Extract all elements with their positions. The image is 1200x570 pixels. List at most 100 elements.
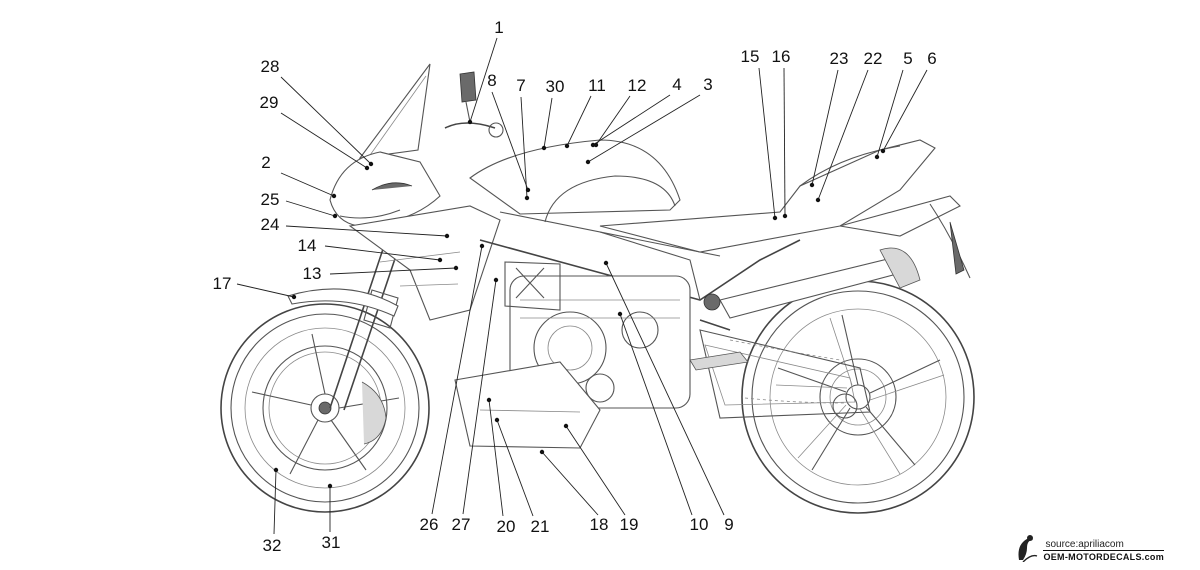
leader-line-16 — [783, 67, 786, 217]
callout-label-2: 2 — [261, 153, 270, 172]
callout-label-21: 21 — [531, 517, 550, 536]
callout-label-26: 26 — [420, 515, 439, 534]
front-wheel — [220, 303, 430, 513]
leader-dot-9 — [603, 260, 609, 266]
callout-label-13: 13 — [303, 264, 322, 283]
callout-label-28: 28 — [261, 57, 280, 76]
leader-dot-3 — [585, 159, 591, 165]
leader-line-11 — [566, 95, 592, 147]
callout-label-5: 5 — [903, 49, 912, 68]
leader-dot-19 — [563, 423, 569, 429]
leader-dot-16 — [782, 213, 788, 219]
leader-dot-11 — [564, 143, 570, 149]
leader-lines — [236, 37, 928, 535]
leader-dot-32 — [273, 467, 279, 473]
leader-dot-22 — [815, 197, 821, 203]
leader-line-21 — [496, 419, 534, 517]
leader-line-20 — [488, 399, 504, 517]
leader-line-18 — [541, 451, 599, 516]
callout-label-8: 8 — [487, 71, 496, 90]
leader-dot-29 — [364, 165, 370, 171]
leader-dot-5 — [874, 154, 880, 160]
callout-label-16: 16 — [772, 47, 791, 66]
leader-line-23 — [811, 69, 839, 186]
leader-dot-15 — [772, 215, 778, 221]
leader-dot-30 — [541, 145, 547, 151]
leader-line-3 — [587, 94, 701, 163]
leader-line-27 — [462, 279, 497, 515]
callout-label-10: 10 — [690, 515, 709, 534]
leader-line-5 — [876, 69, 904, 158]
leader-dot-28 — [368, 161, 374, 167]
callout-label-23: 23 — [830, 49, 849, 68]
leader-line-8 — [491, 91, 529, 191]
leader-line-10 — [619, 313, 693, 516]
callout-label-1: 1 — [494, 18, 503, 37]
callout-label-27: 27 — [452, 515, 471, 534]
callout-label-6: 6 — [927, 49, 936, 68]
motorcycle-drawing — [220, 63, 975, 514]
callout-label-17: 17 — [213, 274, 232, 293]
leader-line-26 — [431, 245, 483, 515]
leader-dot-25 — [332, 213, 338, 219]
leader-dot-21 — [494, 417, 500, 423]
leader-dot-6 — [880, 148, 886, 154]
leader-line-25 — [285, 200, 336, 217]
callout-label-14: 14 — [298, 236, 317, 255]
leader-line-24 — [285, 225, 448, 237]
source-text: source:apriliacom — [1045, 539, 1124, 550]
leader-dot-2 — [331, 193, 337, 199]
leader-line-19 — [565, 425, 626, 516]
callout-label-25: 25 — [261, 190, 280, 209]
callout-label-7: 7 — [516, 76, 525, 95]
leader-dot-8 — [525, 187, 531, 193]
source-watermark: source:apriliacom OEM-MOTORDECALS.com — [1013, 532, 1164, 562]
callout-label-22: 22 — [864, 49, 883, 68]
leader-dot-10 — [617, 311, 623, 317]
leader-dot-31 — [327, 483, 333, 489]
leader-line-17 — [236, 283, 295, 298]
callout-label-15: 15 — [741, 47, 760, 66]
leader-line-13 — [329, 267, 457, 275]
leader-line-15 — [758, 67, 776, 219]
leader-line-22 — [817, 69, 869, 201]
leader-dot-7 — [524, 195, 530, 201]
leader-dot-23 — [809, 182, 815, 188]
leader-line-6 — [882, 69, 928, 152]
leader-line-30 — [543, 97, 553, 149]
leader-line-2 — [280, 172, 335, 197]
callout-label-24: 24 — [261, 215, 280, 234]
leader-dot-20 — [486, 397, 492, 403]
leader-dot-24 — [444, 233, 450, 239]
leader-line-4 — [592, 94, 671, 146]
callout-labels: 1 2 3 4 5 6 7 8 9 10 11 12 13 14 15 16 1… — [213, 18, 937, 555]
callout-label-11: 11 — [588, 76, 606, 95]
leader-dot-26 — [479, 243, 485, 249]
leader-dot-13 — [453, 265, 459, 271]
brand-logo-icon — [1018, 535, 1038, 562]
callout-label-12: 12 — [628, 76, 647, 95]
rear-wheel — [741, 280, 975, 514]
leader-dot-27 — [493, 277, 499, 283]
callout-label-32: 32 — [263, 536, 282, 555]
leader-line-7 — [520, 96, 528, 199]
leader-line-32 — [273, 469, 277, 535]
leader-dot-17 — [291, 294, 297, 300]
leader-dot-14 — [437, 257, 443, 263]
leader-line-1 — [469, 37, 498, 123]
callout-label-19: 19 — [620, 515, 639, 534]
callout-label-30: 30 — [546, 77, 565, 96]
leader-dot-12 — [593, 142, 599, 148]
callout-label-3: 3 — [703, 75, 712, 94]
callout-label-18: 18 — [590, 515, 609, 534]
leader-line-12 — [595, 95, 631, 146]
leader-line-9 — [605, 262, 725, 516]
callout-label-9: 9 — [724, 515, 733, 534]
callout-label-31: 31 — [322, 533, 341, 552]
callout-label-20: 20 — [497, 517, 516, 536]
callout-label-29: 29 — [260, 93, 279, 112]
leader-dot-18 — [539, 449, 545, 455]
brand-text: OEM-MOTORDECALS.com — [1043, 550, 1164, 562]
leader-line-14 — [324, 245, 441, 261]
